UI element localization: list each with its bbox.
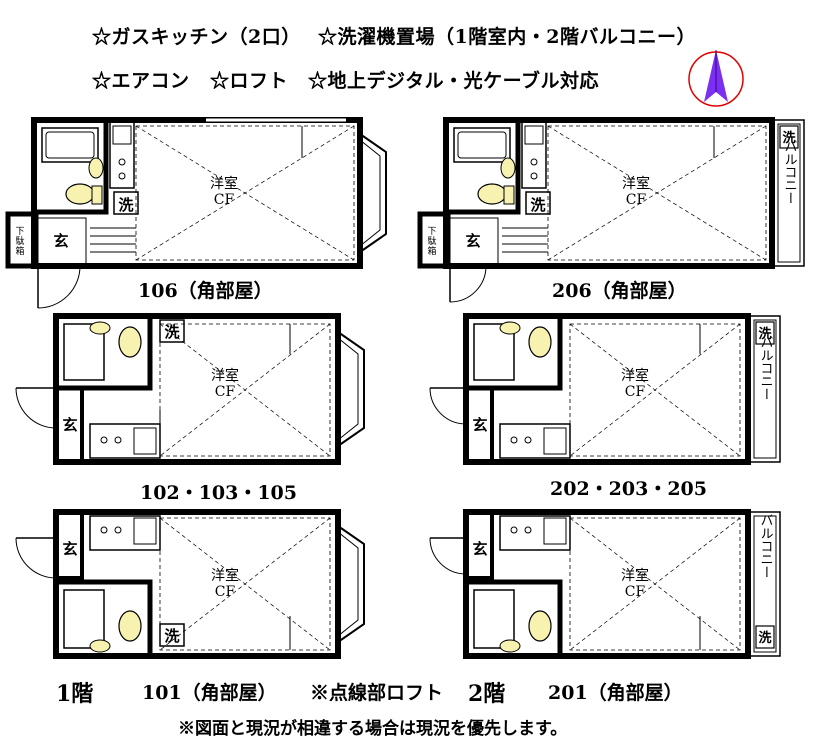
balcony-label: バルコニー [782, 140, 798, 205]
unit-label-201: 201（角部屋） [548, 682, 683, 704]
svg-text:駄: 駄 [427, 235, 436, 247]
disclaimer: ※図面と現況が相違する場合は現況を優先します。 [178, 719, 568, 739]
north-compass-icon [686, 46, 746, 112]
svg-text:洗: 洗 [164, 627, 179, 645]
bathtub [41, 127, 99, 163]
unit-label-101: 101（角部屋） [142, 682, 277, 704]
room-label: 洋室 [210, 175, 238, 192]
svg-text:バルコニー: バルコニー [758, 336, 774, 401]
svg-text:洋室: 洋室 [621, 567, 649, 584]
balcony [773, 119, 805, 267]
svg-text:洋室: 洋室 [622, 175, 650, 192]
feature-loft: ☆ロフト [210, 70, 289, 92]
svg-text:玄: 玄 [472, 416, 487, 434]
svg-text:洋室: 洋室 [211, 567, 239, 584]
floor-plan-102-103-105: 洗 玄 洋室 CF [10, 310, 410, 470]
svg-text:箱: 箱 [15, 245, 24, 257]
entrance-label: 玄 [53, 232, 68, 250]
washer-label: 洗 [782, 130, 795, 146]
floor-2-label: 2階 [468, 681, 506, 707]
svg-text:CF: CF [626, 192, 647, 208]
svg-text:駄: 駄 [15, 235, 24, 247]
floor-plan-202-203-205: 洗 バルコニー 玄 洋室 CF [420, 310, 820, 470]
svg-text:玄: 玄 [62, 540, 77, 558]
svg-text:玄: 玄 [62, 416, 77, 434]
svg-text:洗: 洗 [530, 196, 545, 214]
svg-text:CF: CF [625, 584, 646, 600]
washer-label: 洗 [118, 196, 133, 214]
floor-1-label: 1階 [56, 681, 94, 707]
loft-note: ※点線部ロフト [310, 682, 444, 704]
svg-text:玄: 玄 [465, 232, 480, 250]
floor-plan-206: 洗 バルコニー 洗 洋室 CF 下 駄 箱 玄 [417, 112, 818, 312]
shoebox-label: 下 [15, 227, 24, 237]
toilet [65, 183, 95, 205]
unit-label-202-203-205: 202・203・205 [550, 478, 707, 500]
unit-label-102-103-105: 102・103・105 [140, 482, 297, 504]
svg-text:箱: 箱 [427, 245, 436, 257]
unit-label-106: 106（角部屋） [138, 280, 273, 302]
svg-text:玄: 玄 [472, 540, 487, 558]
feature-gas-kitchen: ☆ガスキッチン（2口） [92, 26, 301, 48]
svg-text:洗: 洗 [758, 630, 771, 646]
svg-text:バルコニー: バルコニー [758, 514, 774, 579]
feature-digital-fiber: ☆地上デジタル・光ケーブル対応 [308, 70, 599, 92]
svg-text:CF: CF [215, 384, 236, 400]
floor-plan-201: バルコニー 洗 玄 洋室 CF [420, 506, 820, 666]
svg-text:CF: CF [215, 584, 236, 600]
feature-washer-space: ☆洗濯機置場（1階室内・2階バルコニー） [318, 26, 697, 48]
feature-aircon: ☆エアコン [92, 70, 190, 92]
svg-text:洗: 洗 [758, 326, 771, 342]
floor-plan-101: 玄 洗 洋室 CF [10, 506, 410, 666]
unit-label-206: 206（角部屋） [552, 280, 687, 302]
svg-text:CF: CF [625, 384, 646, 400]
svg-text:洋室: 洋室 [211, 367, 239, 384]
svg-text:洋室: 洋室 [621, 367, 649, 384]
floor-plan-106: 洗 洋室 CF 下 駄 箱 玄 [5, 112, 406, 312]
svg-text:下: 下 [427, 227, 436, 237]
svg-text:洗: 洗 [164, 323, 179, 341]
floor-type-label: CF [214, 192, 235, 208]
kitchen-counter [109, 121, 135, 189]
